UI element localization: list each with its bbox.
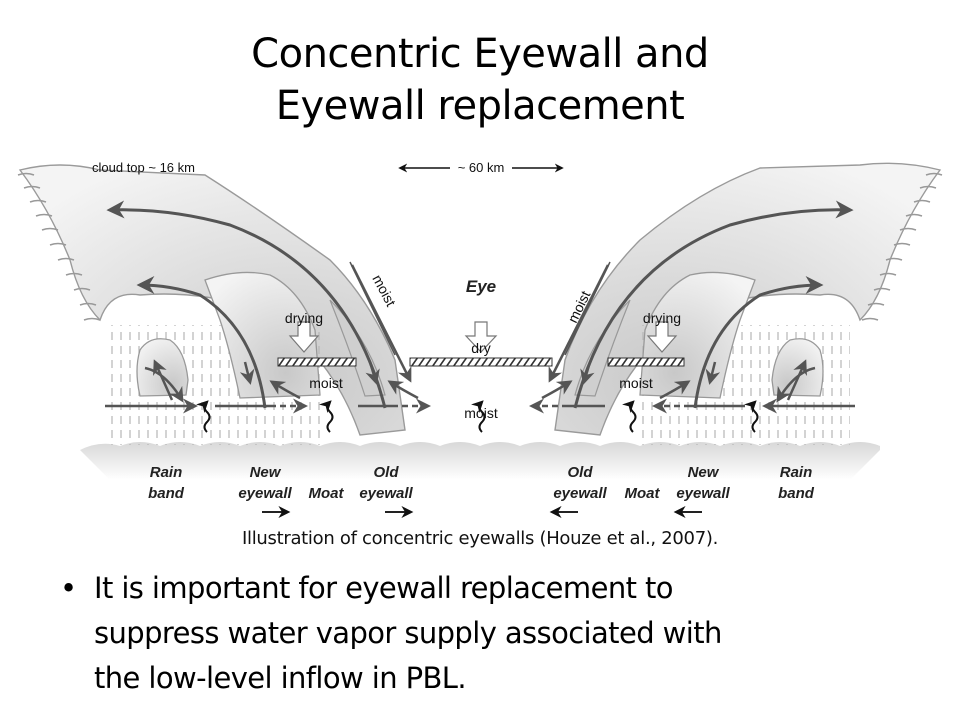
bullet-line-1: It is important for eyewall replacement … [94,571,674,605]
descent-arrow-left [350,264,412,383]
bullet-line-3: the low-level inflow in PBL. [94,661,467,695]
label-old-eyewall-right-2: eyewall [553,485,607,502]
drying-arrow-right [646,321,678,353]
label-rainband-left-2: band [148,485,185,502]
outflow-arrow-upper-right [573,200,854,409]
rainband-flow-left [144,366,184,403]
inversion-bar-right [607,357,685,367]
dry-arrow-center [464,321,498,353]
drying-arrow-left [288,321,320,353]
moist-slope-line-left [349,261,396,356]
drying-label-left: drying [285,310,323,326]
label-old-eyewall-left-1: Old [374,464,400,481]
cloud-top-label: cloud top ~ 16 km [92,160,195,175]
concentric-eyewall-diagram: cloud top ~ 16 km ~ 60 km Eye moist mois… [17,160,943,518]
outflow-arrow-lower-left [136,276,267,409]
title-line-2: Eyewall replacement [275,83,685,129]
moist-moat-label-left: moist [309,375,343,391]
moist-slope-line-right [564,261,611,356]
anvil-edge-right [861,172,943,321]
new-eyewall-downdraft-right [705,361,721,385]
bullet-dot-icon: • [60,571,77,605]
label-rainband-left-1: Rain [150,464,183,481]
new-eyewall-cloud-right [639,271,756,399]
moat-inflow-arrow-left [269,380,301,400]
title-line-1: Concentric Eyewall and [251,31,709,77]
label-new-eyewall-left-1: New [250,464,282,481]
surface-flux-icons [195,400,759,433]
label-new-eyewall-left-2: eyewall [238,485,292,502]
bullet-line-2: suppress water vapor supply associated w… [94,616,722,650]
label-new-eyewall-right-2: eyewall [676,485,730,502]
moat-inflow-arrow-right [659,380,691,400]
new-eyewall-cloud-left [204,271,321,399]
rainband-updraft-left [153,359,174,401]
bullet-item: • It is important for eyewall replacemen… [60,566,940,701]
label-new-eyewall-right-1: New [688,464,720,481]
ocean-surface [80,442,880,480]
inversion-bar-center [409,357,553,367]
label-rainband-right-1: Rain [780,464,813,481]
new-eyewall-downdraft-left [239,361,255,385]
bullet-list: • It is important for eyewall replacemen… [60,566,940,701]
label-moat-right: Moat [625,485,661,502]
label-old-eyewall-right-1: Old [568,464,594,481]
drying-label-right: drying [643,310,681,326]
rainband-updraft-right [786,359,807,401]
rainband-flow-right [776,366,816,403]
descent-arrow-right [548,264,610,383]
scale-label: ~ 60 km [458,160,505,175]
label-rainband-right-2: band [778,485,815,502]
anvil-edge-left [17,172,101,321]
moist-center-label: moist [464,405,498,421]
eye-label: Eye [466,277,496,296]
eye-inflow-arrow-left [387,380,419,400]
moist-slope-label-left: moist [369,272,399,309]
slide-title: Concentric Eyewall and Eyewall replaceme… [0,28,960,132]
eye-inflow-arrow-right [541,380,573,400]
old-eyewall-downdraft-right [580,361,595,385]
label-old-eyewall-left-2: eyewall [359,485,413,502]
inversion-bar-left [277,357,357,367]
outflow-arrow-lower-right [693,276,824,409]
moist-moat-label-right: moist [619,375,653,391]
figure-caption: Illustration of concentric eyewalls (Hou… [241,528,718,549]
old-eyewall-downdraft-left [365,361,380,385]
dry-label-center: dry [471,340,490,356]
label-moat-left: Moat [309,485,345,502]
outflow-arrow-upper-left [106,200,387,409]
